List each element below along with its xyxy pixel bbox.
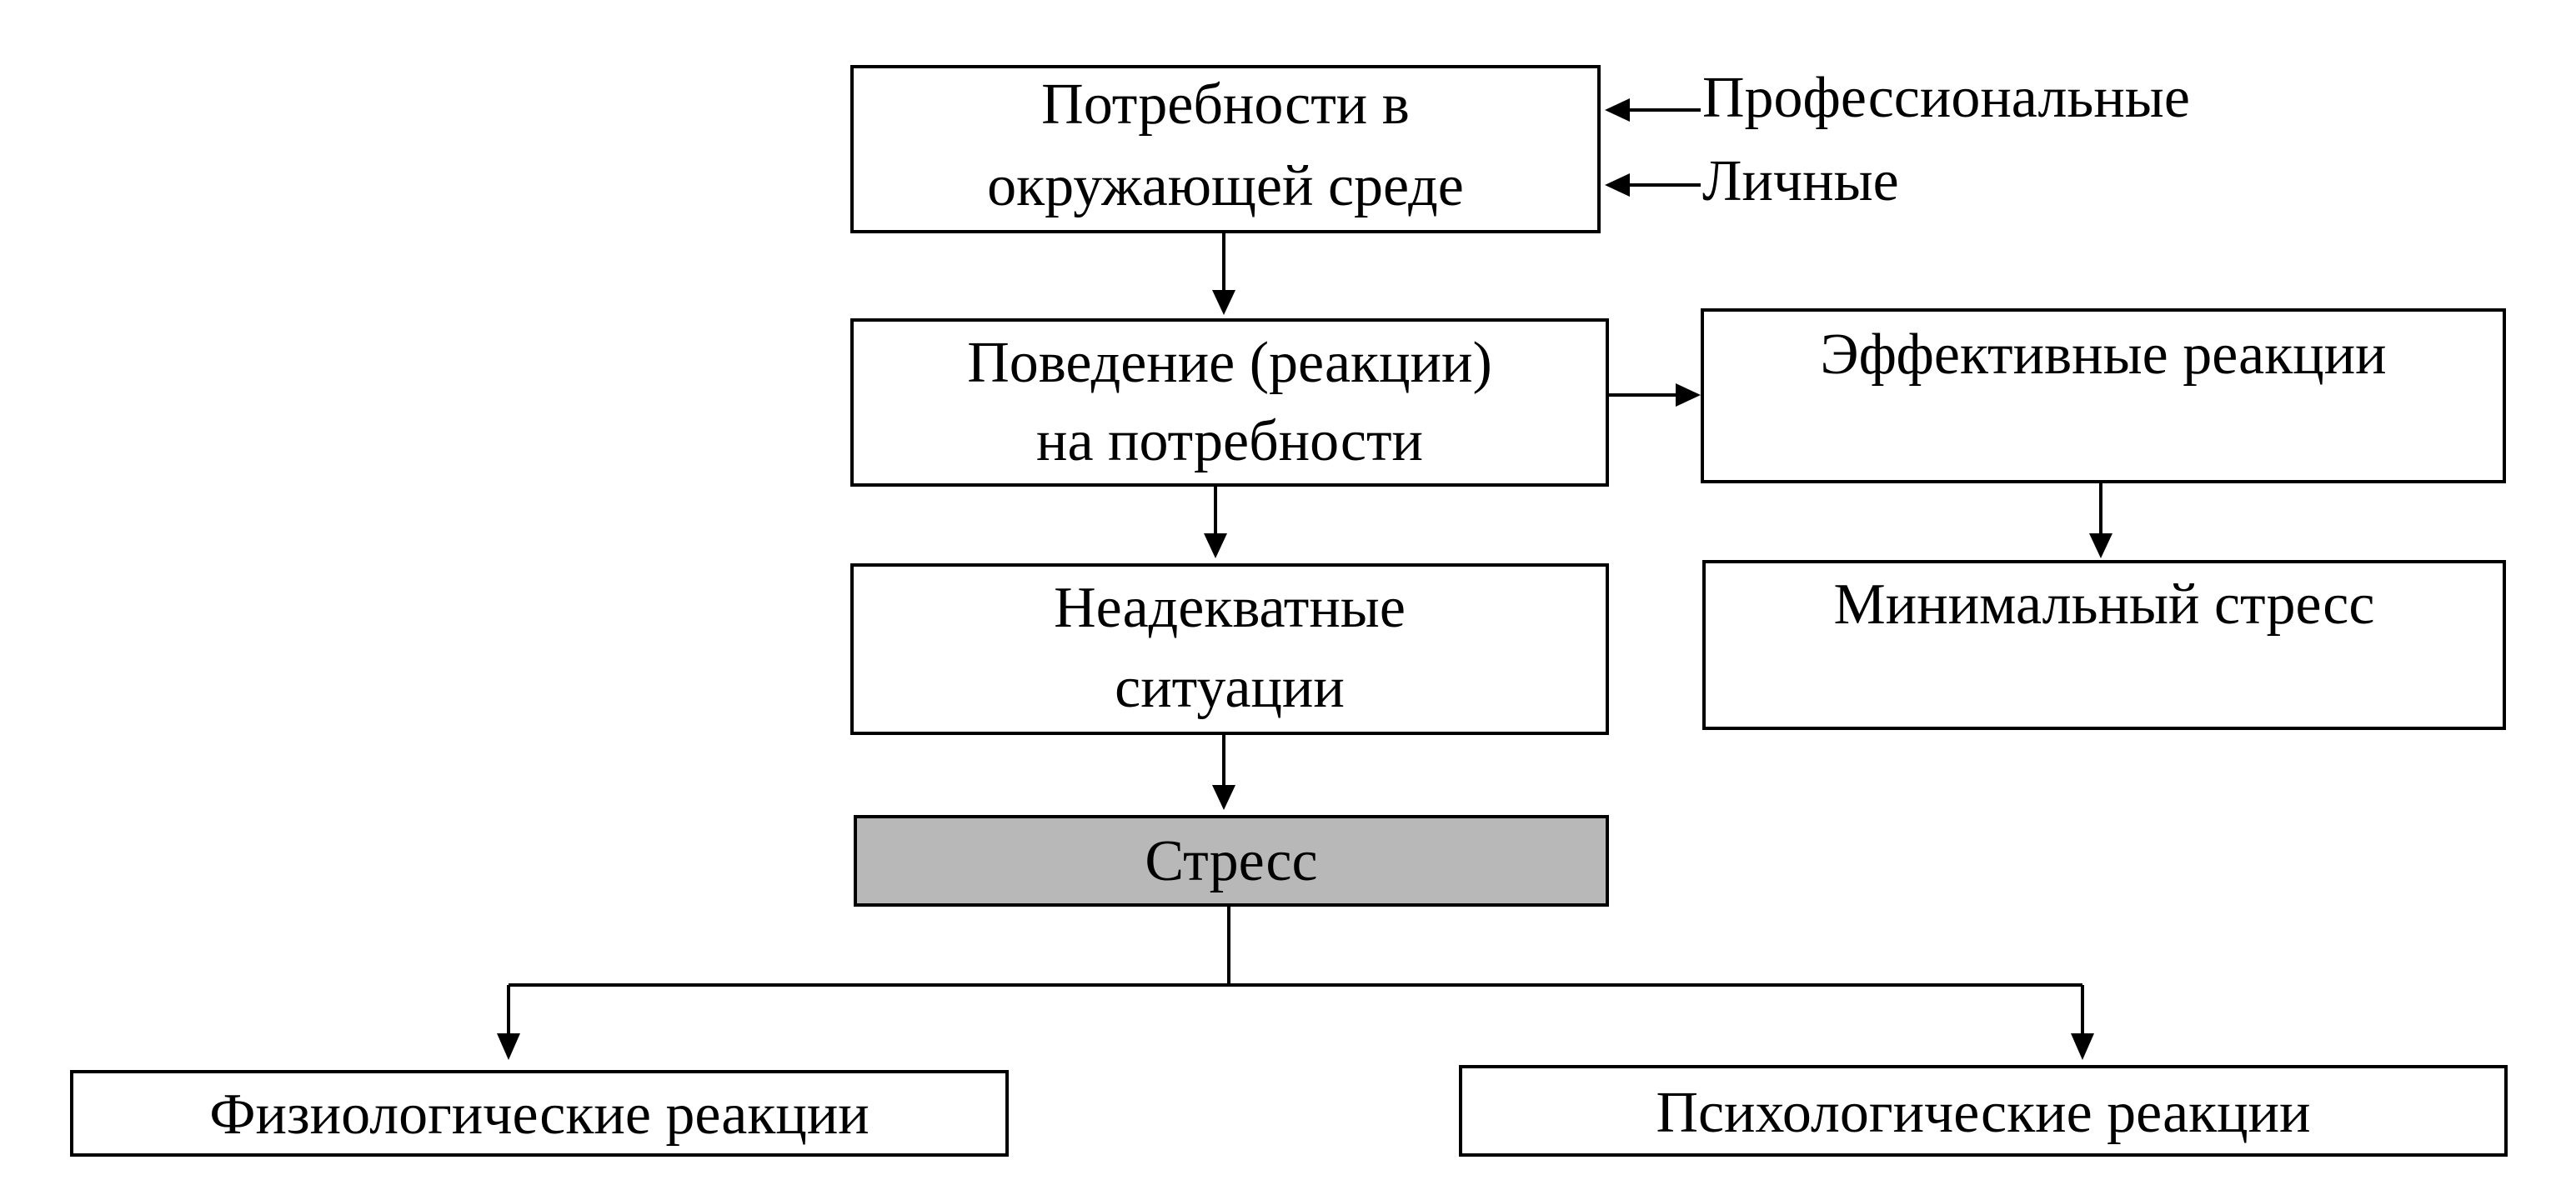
node-inadequate-line-1: Неадекватные — [1054, 576, 1406, 640]
node-physiological-box — [70, 1070, 1009, 1157]
node-minimal-stress-box — [1702, 560, 2506, 730]
node-minimal-stress: Минимальный стресс — [1702, 560, 2506, 730]
node-effective-box — [1701, 308, 2506, 483]
node-psychological: Психологические реакции — [1459, 1065, 2508, 1157]
node-psychological-line-1: Психологические реакции — [1656, 1081, 2310, 1145]
arrowhead-physiological — [497, 1033, 520, 1060]
input-professional-label: Профессиональные — [1702, 66, 2190, 130]
node-physiological-line-1: Физиологические реакции — [209, 1082, 870, 1147]
node-psychological-box — [1459, 1065, 2508, 1157]
arrowhead-behavior-effective — [1676, 383, 1701, 407]
node-behavior-box — [850, 318, 1609, 487]
node-behavior: Поведение (реакции) на потребности — [850, 318, 1609, 487]
node-inadequate: Неадекватные ситуации — [850, 563, 1609, 735]
node-inadequate-box — [850, 563, 1609, 735]
arrowhead-effective-minimal — [2089, 533, 2112, 558]
arrowhead-professional — [1605, 98, 1630, 122]
node-behavior-line-2: на потребности — [1036, 409, 1423, 473]
node-effective: Эффективные реакции — [1701, 308, 2506, 483]
node-needs-line-1: Потребности в — [1041, 72, 1410, 137]
arrowhead-personal — [1605, 173, 1630, 197]
node-physiological: Физиологические реакции — [70, 1070, 1009, 1157]
node-stress-box — [854, 815, 1609, 907]
connectors — [497, 98, 2112, 1060]
node-behavior-line-1: Поведение (реакции) — [967, 331, 1492, 395]
node-minimal-stress-line-1: Минимальный стресс — [1834, 572, 2375, 637]
arrowhead-inadequate-stress — [1212, 785, 1235, 810]
node-needs-box — [850, 65, 1601, 233]
node-stress: Стресс — [854, 815, 1609, 907]
node-stress-line-1: Стресс — [1145, 829, 1317, 893]
arrowhead-needs-behavior — [1212, 290, 1235, 315]
node-effective-line-1: Эффективные реакции — [1820, 322, 2386, 387]
node-inadequate-line-2: ситуации — [1115, 656, 1345, 720]
node-needs-line-2: окружающей среде — [987, 154, 1464, 218]
arrowhead-psychological — [2071, 1033, 2094, 1060]
input-personal-label: Личные — [1702, 149, 1899, 213]
node-needs: Потребности в окружающей среде — [850, 65, 1601, 233]
arrowhead-behavior-inadequate — [1204, 533, 1227, 558]
